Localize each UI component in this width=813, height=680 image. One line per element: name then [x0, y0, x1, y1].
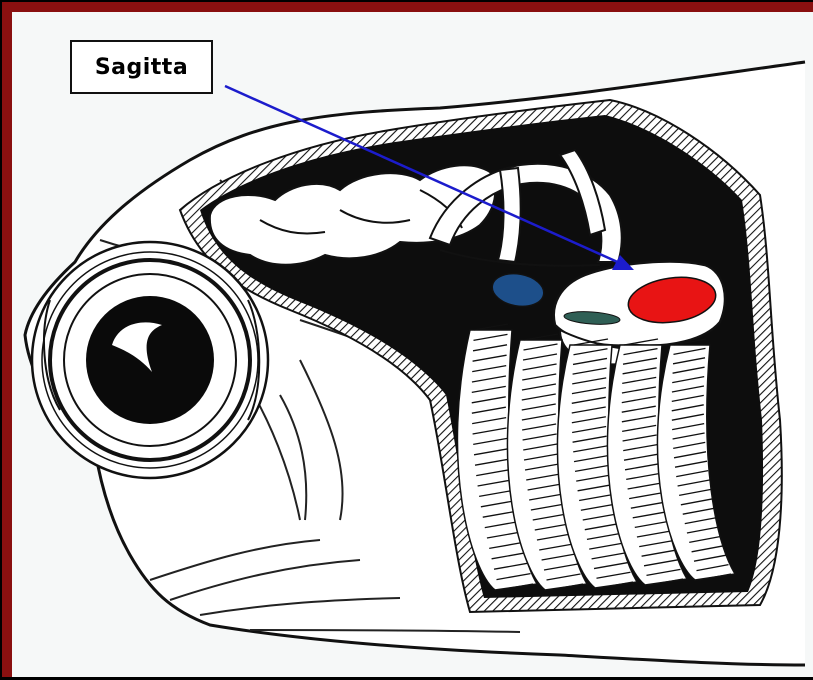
sagitta-label-text: Sagitta — [95, 55, 188, 80]
sagitta-label: Sagitta — [70, 40, 213, 94]
gill-arches — [457, 324, 735, 590]
eye — [32, 242, 268, 478]
pupil — [86, 296, 214, 424]
